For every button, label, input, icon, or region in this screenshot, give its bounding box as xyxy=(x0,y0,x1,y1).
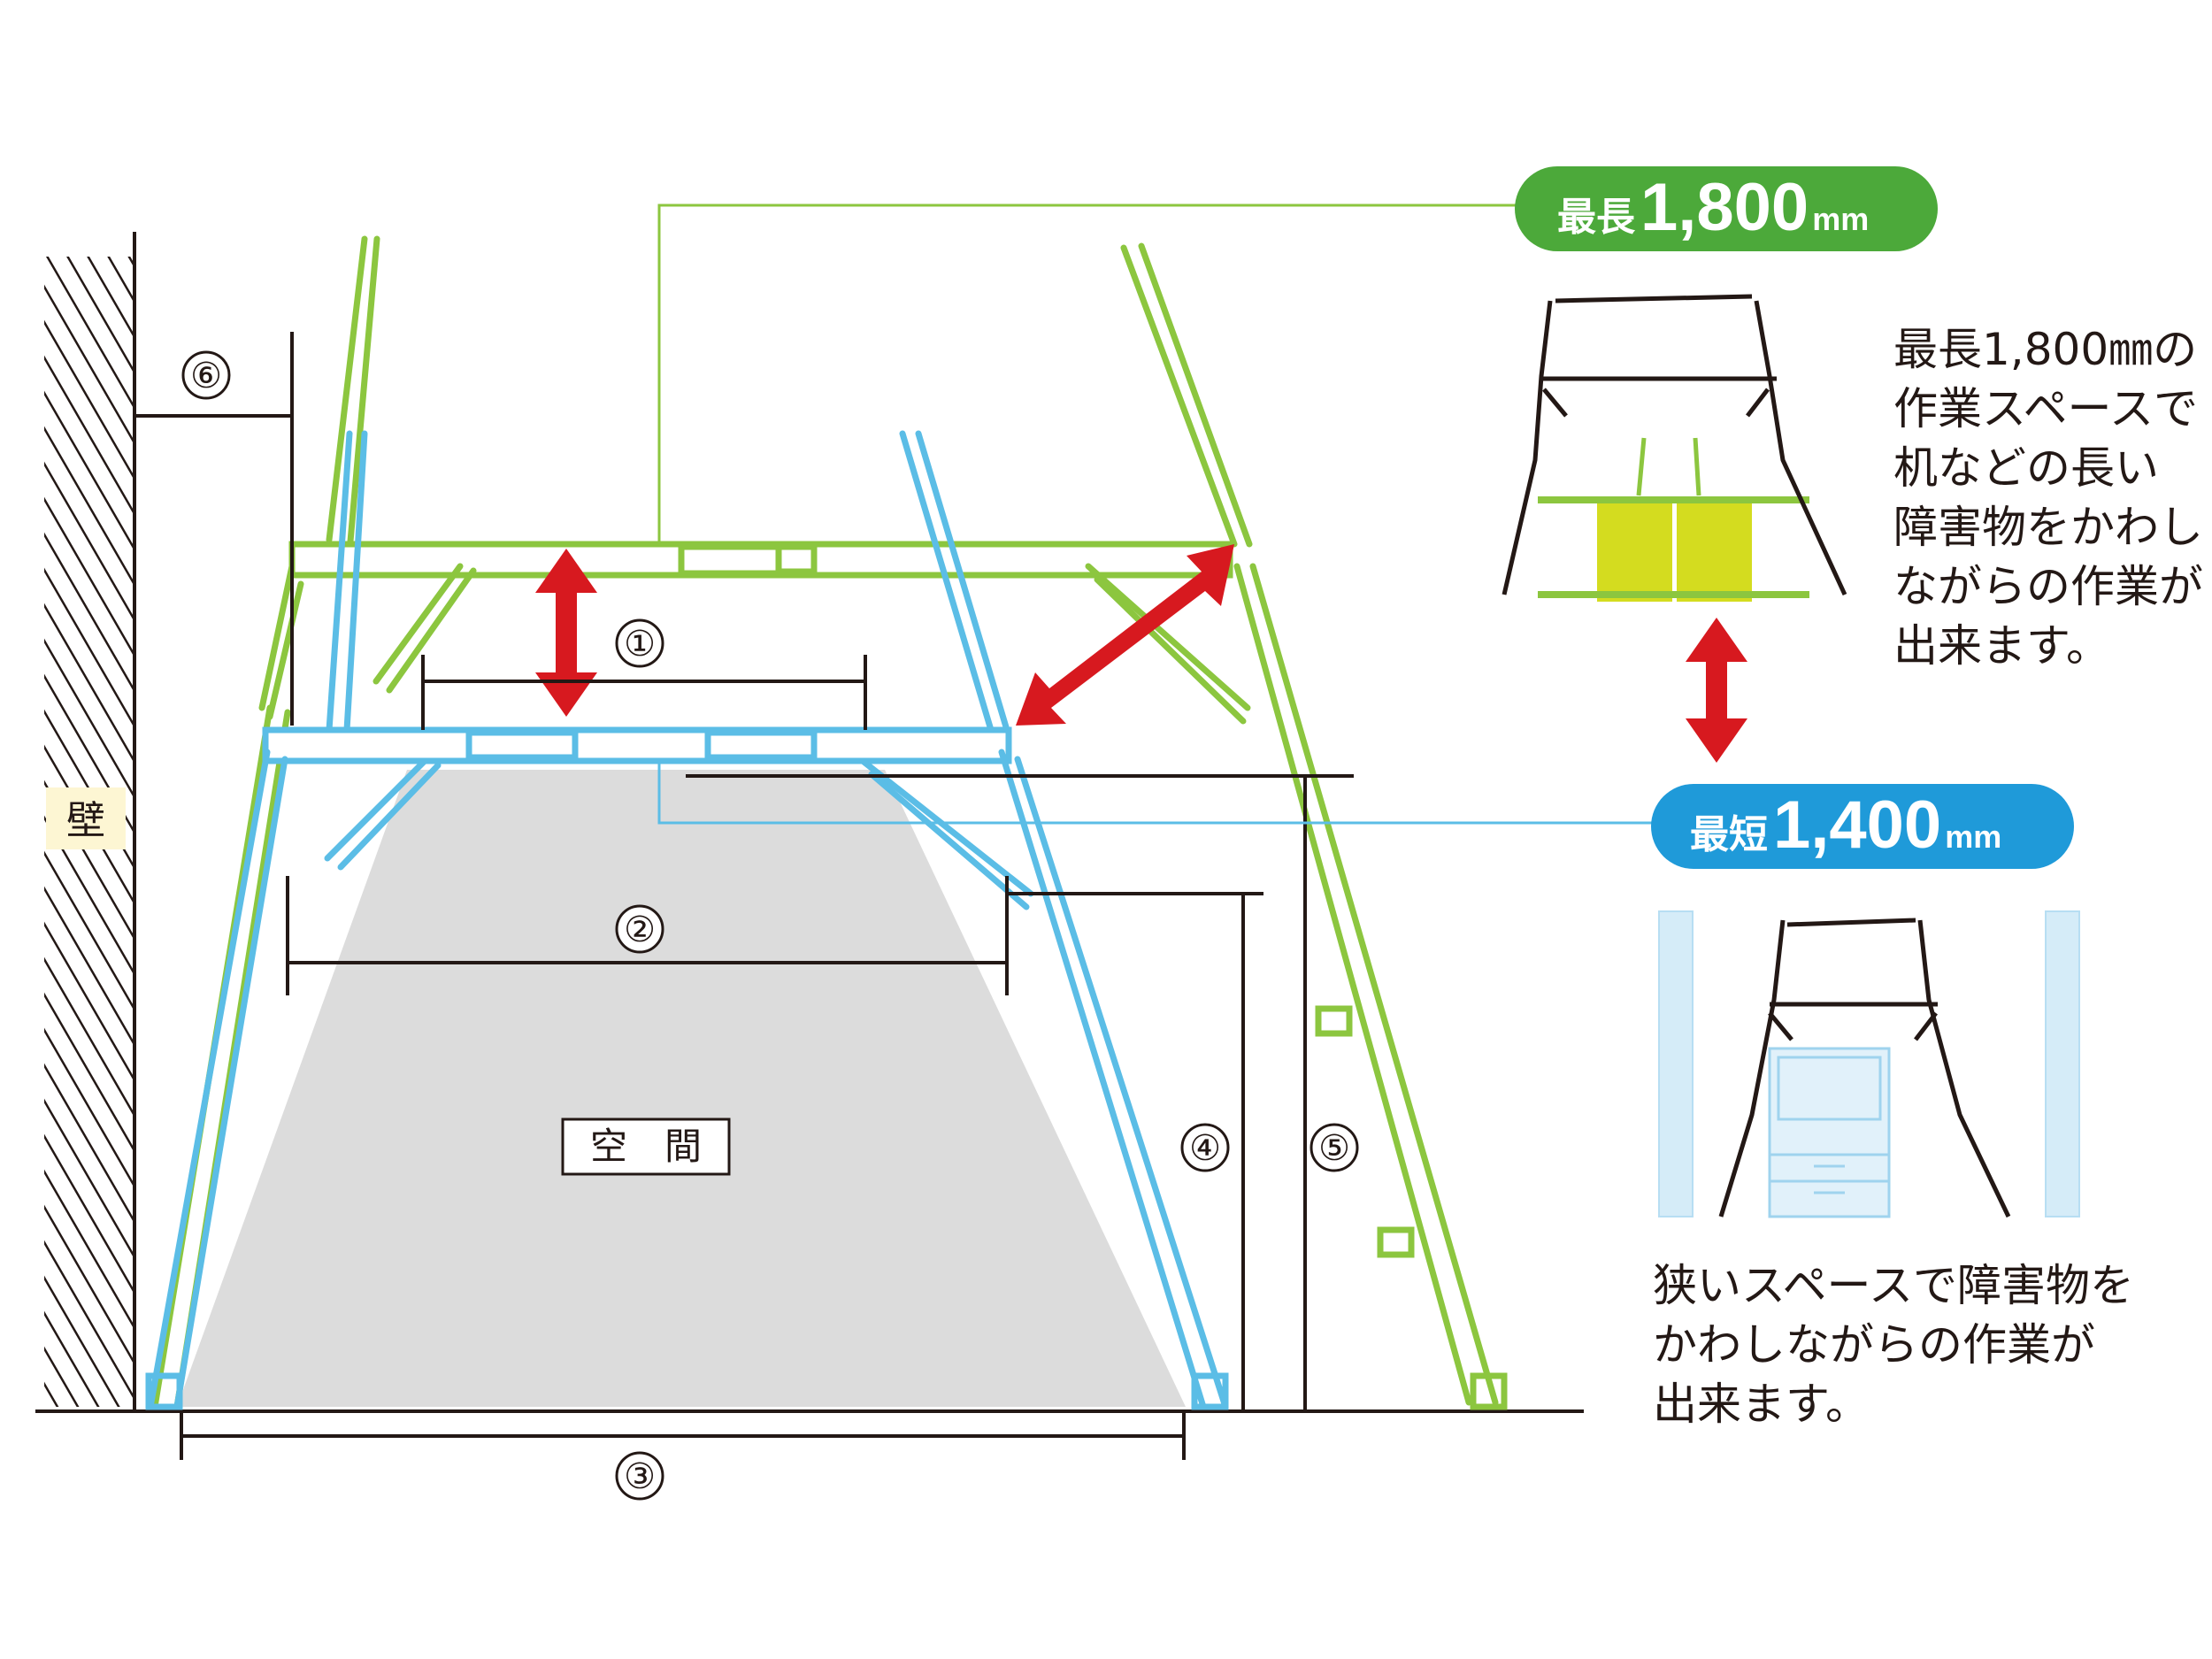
dimension-2-label: ② xyxy=(624,910,656,950)
long-badge-prefix: 最長 xyxy=(1557,196,1636,239)
dimension-5-label: ⑤ xyxy=(1318,1128,1350,1169)
dimension-2-circle xyxy=(615,904,664,954)
long-callout-line xyxy=(657,204,1522,546)
short-frame xyxy=(145,430,1229,1410)
dimension-4-label: ④ xyxy=(1189,1128,1221,1169)
dimension-labels xyxy=(181,350,1359,1501)
dimension-4-circle xyxy=(1180,1123,1230,1172)
long-description-line: ながらの作業が xyxy=(1893,561,2203,612)
short-badge-bg xyxy=(1651,784,2074,869)
long-description-line: 出来ます。 xyxy=(1893,620,2110,672)
short-badge-prefix: 最短 xyxy=(1690,813,1768,856)
vertical-adjust-arrow xyxy=(535,549,597,717)
right-wall-panel xyxy=(2045,910,2080,1217)
long-badge-bg xyxy=(1515,166,1938,251)
short-badge-value: 1,400 xyxy=(1773,787,1941,863)
short-mini-illustration xyxy=(1658,910,2080,1218)
space-label-box xyxy=(561,1118,731,1176)
dimension-3-circle xyxy=(615,1451,664,1501)
long-description: 最長1,800㎜の 作業スペースで 机などの長い 障害物をかわし ながらの作業が… xyxy=(1893,320,2203,676)
short-description-line: かわしながらの作業が xyxy=(1653,1319,2095,1371)
copier xyxy=(1768,1047,1891,1218)
dimension-1-label: ① xyxy=(624,624,656,664)
dimension-3-label: ③ xyxy=(624,1456,656,1497)
short-description: 狭いスペースで障害物を かわしながらの作業が 出来ます。 xyxy=(1653,1256,2134,1434)
long-badge-unit: mm xyxy=(1812,201,1869,237)
wall-label: 壁 xyxy=(66,798,105,843)
left-wall-panel xyxy=(1658,910,1694,1217)
dimension-6-circle xyxy=(181,350,231,400)
wall: 壁 xyxy=(44,232,136,1411)
short-callout-line xyxy=(657,759,1656,825)
dimension-1-circle xyxy=(615,618,664,668)
wall-label-box xyxy=(46,787,126,849)
diagonal-adjust-arrow xyxy=(1016,544,1234,726)
long-description-line: 作業スペースで xyxy=(1893,383,2198,434)
callout-lines xyxy=(657,204,1656,825)
long-badge-value: 1,800 xyxy=(1640,170,1809,245)
dimension-5-circle xyxy=(1310,1123,1359,1172)
long-description-line: 机などの長い xyxy=(1893,442,2159,494)
short-description-line: 狭いスペースで障害物を xyxy=(1653,1260,2134,1311)
badge-connector-arrow xyxy=(1686,618,1747,763)
long-description-line: 障害物をかわし xyxy=(1893,502,2203,553)
dimension-6-label: ⑥ xyxy=(190,356,222,396)
long-mini-illustration xyxy=(1502,294,1847,602)
dimension-lines xyxy=(134,332,1354,1460)
space-label: 空 間 xyxy=(590,1125,702,1168)
svg-text:最長1,800mm: 最長1,800mm xyxy=(1557,170,1869,245)
long-description-line: 最長1,800㎜の xyxy=(1893,324,2198,375)
short-badge-unit: mm xyxy=(1945,818,2001,855)
space-region xyxy=(177,770,1186,1407)
short-description-line: 出来ます。 xyxy=(1653,1379,1870,1430)
adjust-arrows xyxy=(535,544,1234,726)
